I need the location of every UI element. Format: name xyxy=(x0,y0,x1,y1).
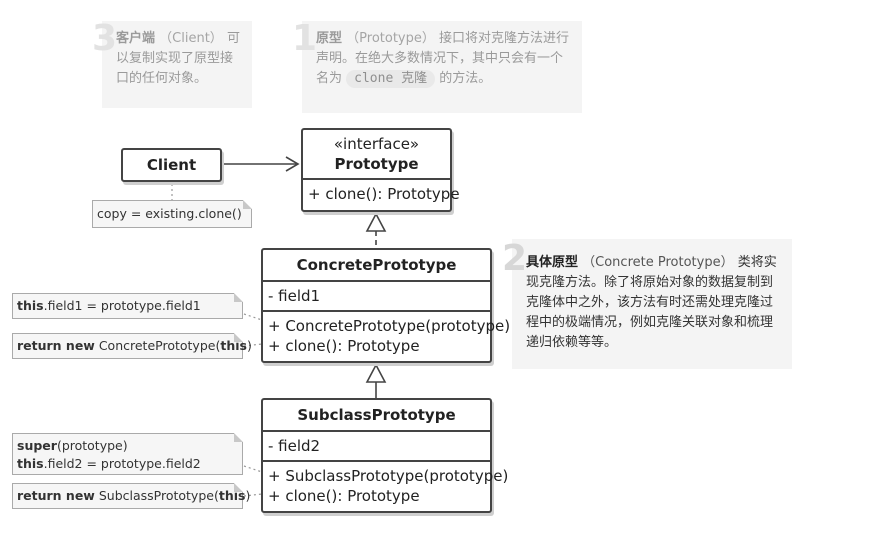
card-number: 1 xyxy=(292,18,318,59)
realization-triangle xyxy=(365,212,387,232)
fields-section: - field2 xyxy=(263,432,490,462)
methods-section: + ConcretePrototype(prototype) + clone()… xyxy=(263,312,511,360)
subclass-prototype-class-box: SubclassPrototype - field2 + SubclassPro… xyxy=(261,398,509,513)
note-link xyxy=(243,313,263,321)
concrete-prototype-class-box: ConcretePrototype - field1 + ConcretePro… xyxy=(261,248,511,363)
card-text: 可以复制实现了原型接口的任何对象。 xyxy=(116,31,240,86)
method: + clone(): Prototype xyxy=(268,337,420,355)
card-title: 原型 xyxy=(316,31,343,46)
note-text: .field1 = prototype.field1 xyxy=(43,298,201,313)
class-name: ConcretePrototype xyxy=(263,250,490,282)
method: + clone(): Prototype xyxy=(268,487,420,505)
note-text: SubclassPrototype( xyxy=(94,488,219,503)
inheritance-triangle xyxy=(365,363,387,383)
prototype-interface-box: «interface» Prototype + clone(): Prototy… xyxy=(301,128,460,212)
card-text-end: 的方法。 xyxy=(439,71,492,86)
concrete-clone-note: return new ConcretePrototype(this) xyxy=(12,333,252,359)
card-english-term: （Concrete Prototype） xyxy=(582,255,734,270)
note-text: ConcretePrototype( xyxy=(94,338,221,353)
client-class-box: Client xyxy=(121,148,222,182)
note-text: ) xyxy=(245,488,251,503)
client-annotation-card: 3 客户端 （Client） 可以复制实现了原型接口的任何对象。 xyxy=(92,21,252,108)
keyword: return new xyxy=(17,488,95,503)
card-number: 2 xyxy=(502,238,528,279)
concrete-prototype-annotation-card: 2 具体原型 （Concrete Prototype） 类将实现克隆方法。除了将… xyxy=(502,239,792,369)
keyword: this xyxy=(220,338,247,353)
card-number: 3 xyxy=(92,18,118,59)
note-link xyxy=(243,493,263,497)
stereotype: «interface» xyxy=(333,135,420,153)
note-text: copy = existing.clone() xyxy=(97,206,242,221)
code-snippet: clone 克隆 xyxy=(346,70,436,88)
note-link xyxy=(243,343,263,347)
note-text: (prototype) xyxy=(56,438,128,453)
arrow-head xyxy=(285,156,300,172)
keyword: this xyxy=(17,298,44,313)
keyword: return new xyxy=(17,338,95,353)
field: - field1 xyxy=(268,287,321,305)
card-title: 具体原型 xyxy=(526,255,579,270)
card-text: 类将实现克隆方法。除了将原始对象的数据复制到克隆体中之外，该方法有时还需处理克隆… xyxy=(526,255,777,350)
note-link xyxy=(243,465,263,473)
class-name: Client xyxy=(146,156,197,174)
fields-section: - field1 xyxy=(263,282,490,312)
keyword: this xyxy=(218,488,246,503)
field: - field2 xyxy=(268,437,321,455)
card-english-term: （Prototype） xyxy=(346,31,435,46)
class-header: «interface» Prototype xyxy=(303,130,450,180)
keyword: super xyxy=(17,438,57,453)
methods-section: + clone(): Prototype xyxy=(303,180,460,208)
concrete-constructor-note: this.field1 = prototype.field1 xyxy=(12,293,243,319)
method: + clone(): Prototype xyxy=(308,185,460,203)
note-text: .field2 = prototype.field2 xyxy=(43,456,201,471)
method: + ConcretePrototype(prototype) xyxy=(268,317,511,335)
keyword: this xyxy=(17,456,44,471)
card-title: 客户端 xyxy=(116,31,156,46)
class-name: Prototype xyxy=(334,155,419,173)
subclass-clone-note: return new SubclassPrototype(this) xyxy=(12,483,250,509)
methods-section: + SubclassPrototype(prototype) + clone()… xyxy=(263,462,509,510)
method: + SubclassPrototype(prototype) xyxy=(268,467,509,485)
card-english-term: （Client） xyxy=(159,31,223,46)
card-text: 接口将对克隆方法进行声明。在绝大多数情况下，其中只会有一个名为 xyxy=(316,31,570,86)
prototype-annotation-card: 1 原型 （Prototype） 接口将对克隆方法进行声明。在绝大多数情况下，其… xyxy=(292,21,582,113)
class-name: SubclassPrototype xyxy=(263,400,490,432)
client-copy-note: copy = existing.clone() xyxy=(92,200,252,228)
note-text: ) xyxy=(246,338,252,353)
subclass-constructor-note: super(prototype) this.field2 = prototype… xyxy=(12,433,243,475)
